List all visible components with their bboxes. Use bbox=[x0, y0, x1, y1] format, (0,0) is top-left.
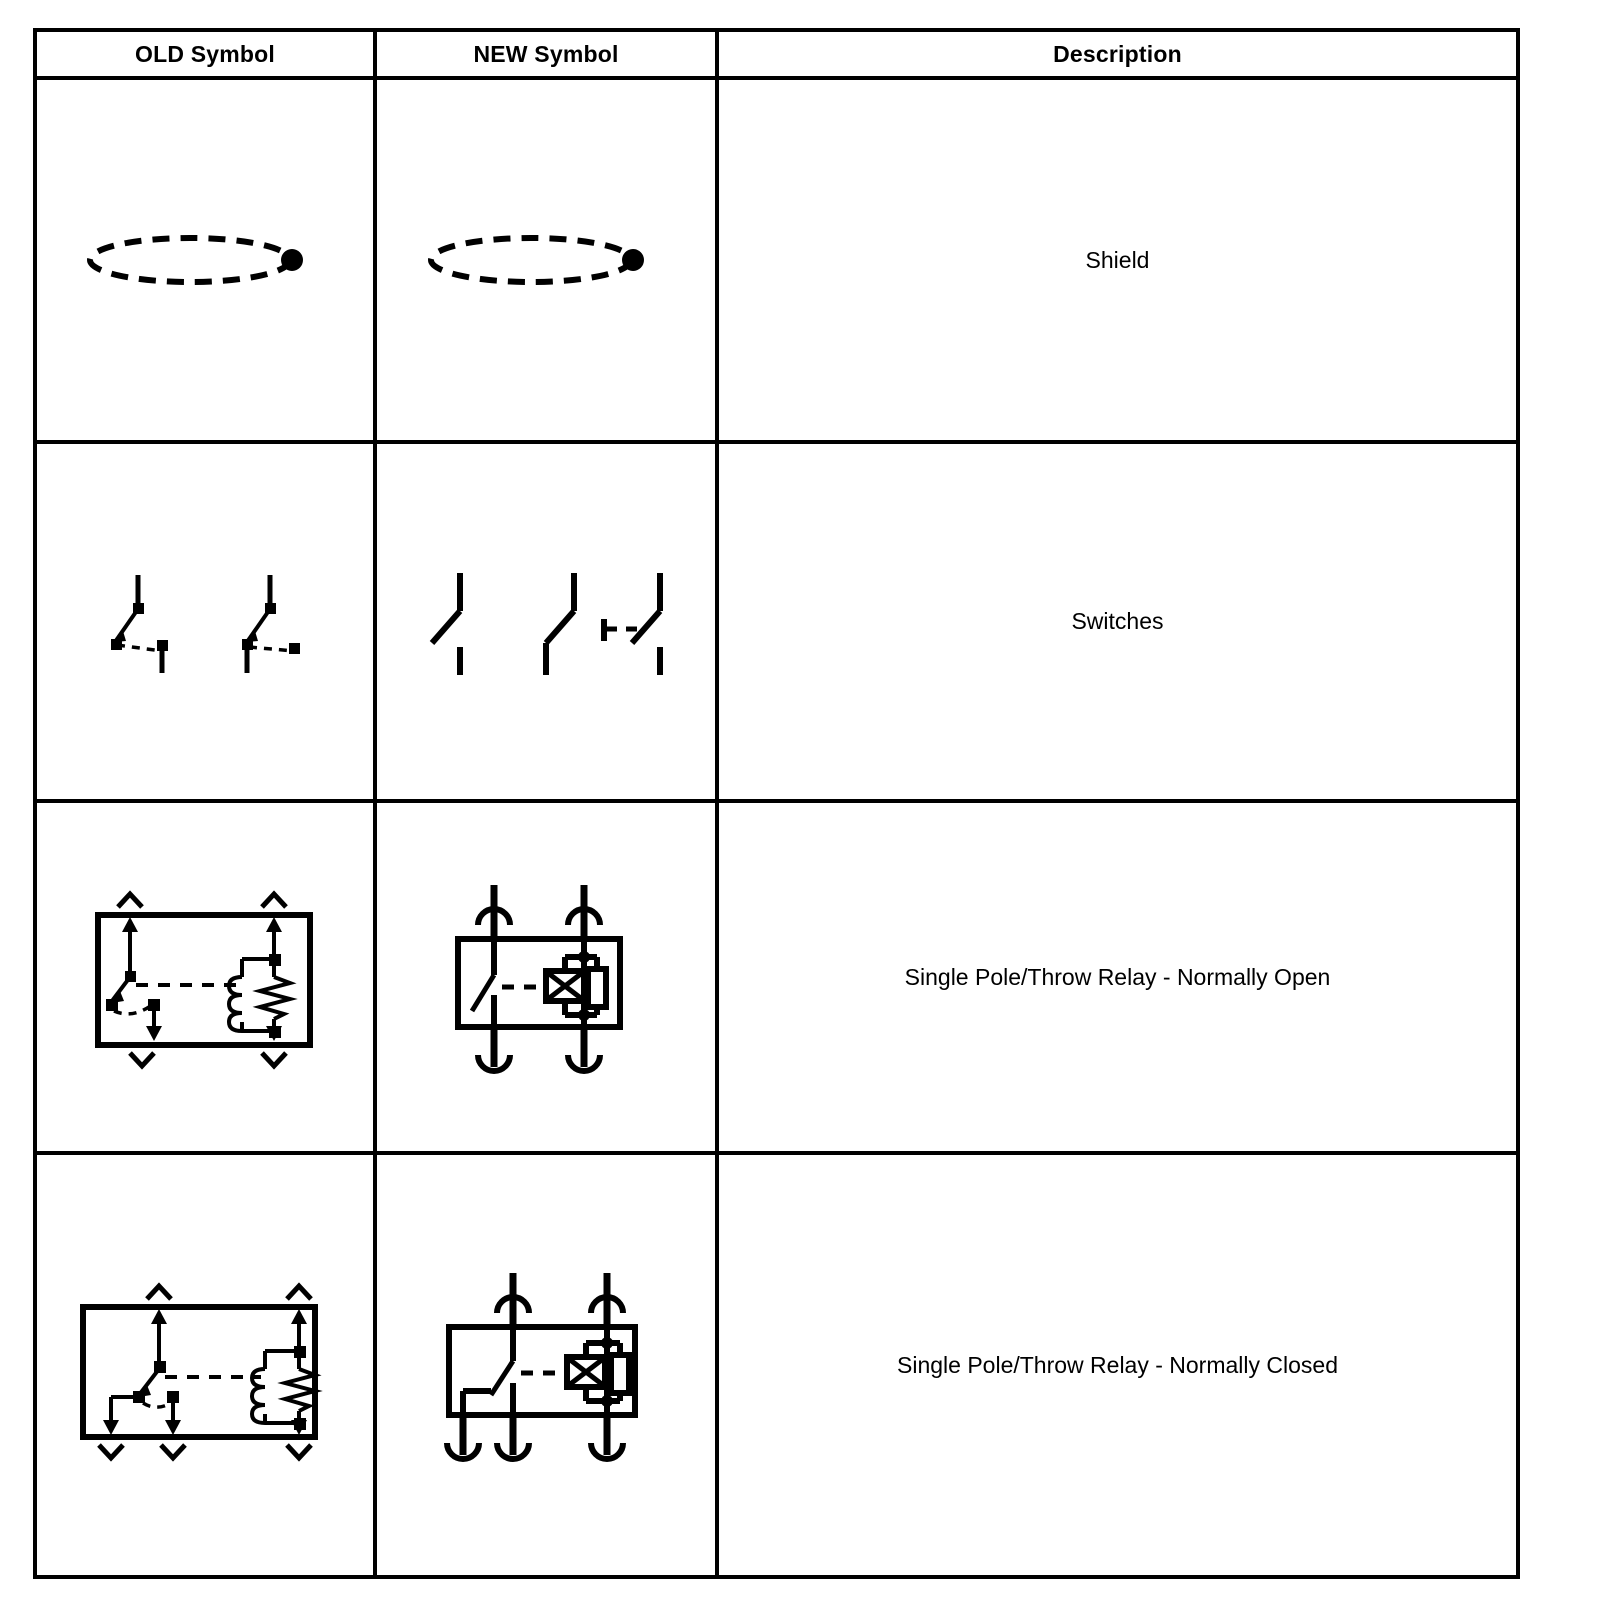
symbol-container bbox=[37, 1155, 373, 1575]
cell-new-symbol-switches bbox=[373, 440, 719, 803]
symbol-container bbox=[377, 80, 715, 440]
relay-normally-closed-new-icon bbox=[444, 1273, 638, 1462]
cell-description-relay-nc: Single Pole/Throw Relay - Normally Close… bbox=[715, 1151, 1520, 1579]
cell-new-symbol-shield bbox=[373, 76, 719, 444]
symbol-container bbox=[37, 803, 373, 1151]
table-row: Shield bbox=[33, 76, 1520, 444]
header-row: OLD Symbol NEW Symbol Description bbox=[33, 28, 1520, 80]
cell-new-symbol-relay-nc bbox=[373, 1151, 719, 1579]
cell-description-shield: Shield bbox=[715, 76, 1520, 444]
cell-description-switches: Switches bbox=[715, 440, 1520, 803]
symbol-container bbox=[377, 1155, 715, 1575]
switches-new-icon bbox=[429, 572, 663, 675]
table-header: OLD Symbol NEW Symbol Description bbox=[33, 28, 1520, 80]
description-text: Shield bbox=[1085, 246, 1150, 273]
column-header-new-symbol: NEW Symbol bbox=[373, 28, 719, 80]
cell-old-symbol-relay-no bbox=[33, 799, 377, 1155]
shield-new-icon bbox=[428, 235, 644, 285]
cell-old-symbol-shield bbox=[33, 76, 377, 444]
relay-normally-open-old-icon bbox=[95, 889, 313, 1070]
description-text: Switches bbox=[1071, 608, 1164, 634]
table-body: Shield bbox=[33, 76, 1520, 1579]
switches-old-icon bbox=[111, 574, 300, 673]
relay-normally-closed-old-icon bbox=[80, 1282, 323, 1462]
column-header-description: Description bbox=[715, 28, 1520, 80]
column-header-old-symbol: OLD Symbol bbox=[33, 28, 377, 80]
symbol-container bbox=[377, 444, 715, 799]
symbol-container bbox=[377, 803, 715, 1151]
symbol-container bbox=[37, 444, 373, 799]
symbol-comparison-table: OLD Symbol NEW Symbol Description bbox=[33, 28, 1520, 1579]
description-text: Single Pole/Throw Relay - Normally Open bbox=[904, 963, 1331, 990]
symbol-container bbox=[37, 80, 373, 440]
table-row: Single Pole/Throw Relay - Normally Close… bbox=[33, 1151, 1520, 1579]
table-row: Switches bbox=[33, 440, 1520, 803]
cell-old-symbol-switches bbox=[33, 440, 377, 803]
relay-normally-open-new-icon bbox=[455, 885, 623, 1074]
cell-description-relay-no: Single Pole/Throw Relay - Normally Open bbox=[715, 799, 1520, 1155]
cell-new-symbol-relay-no bbox=[373, 799, 719, 1155]
table-row: Single Pole/Throw Relay - Normally Open bbox=[33, 799, 1520, 1155]
description-text: Single Pole/Throw Relay - Normally Close… bbox=[897, 1351, 1338, 1378]
cell-old-symbol-relay-nc bbox=[33, 1151, 377, 1579]
shield-old-icon bbox=[87, 235, 303, 285]
